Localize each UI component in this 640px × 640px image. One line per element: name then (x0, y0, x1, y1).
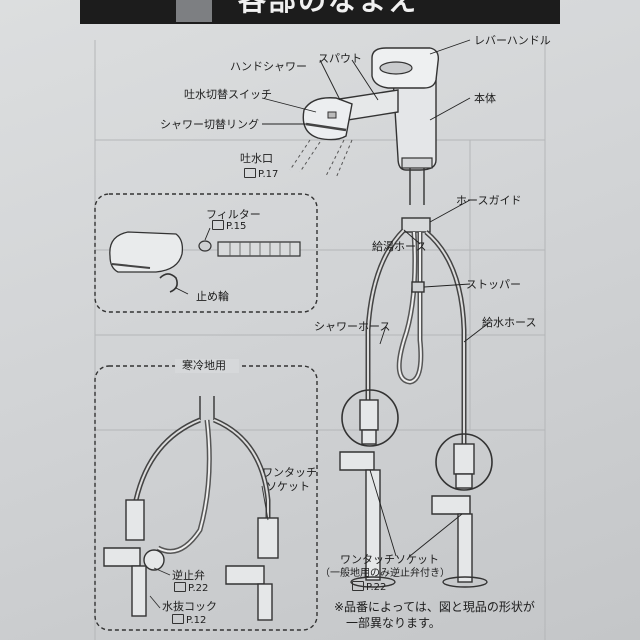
outlet-ref-page: P.17 (258, 169, 279, 180)
outlet-label: 吐水口 (240, 152, 273, 165)
cold-region-title-bg (175, 359, 239, 373)
drain-cock-label: 水抜コック (162, 600, 217, 613)
footer-note-line2: 一部異なります。 (346, 616, 441, 630)
hose-guide-label: ホースガイド (456, 194, 522, 207)
cold-region-frame (94, 365, 318, 631)
filter-detail-illustration (109, 227, 301, 295)
hoses-illustration (365, 168, 467, 444)
spout-switch-label: 吐水切替スイッチ (184, 88, 272, 101)
header-bar: 各部のなまえ (80, 0, 560, 24)
check-valve-ref-page: P.22 (188, 583, 209, 594)
cold-socket-label-1: ワンタッチ (262, 466, 317, 479)
page-title: 各部のなまえ (238, 0, 419, 17)
shower-ring-label: シャワー切替リング (160, 118, 259, 131)
check-valve-label: 逆止弁 (172, 569, 205, 582)
stopper-label: ストッパー (466, 278, 521, 291)
cold-region-illustration (103, 396, 279, 621)
one-touch-note: （一般地用のみ逆止弁付き） (320, 568, 450, 579)
shower-hose-label: シャワーホース (314, 320, 391, 333)
outlet-ref: P.17 (244, 168, 278, 181)
header-tab (176, 0, 212, 22)
lever-handle-label: レバーハンドル (474, 34, 551, 47)
footer-note-line1: ※品番によっては、図と現品の形状が (334, 600, 535, 614)
hand-shower-label: ハンドシャワー (230, 60, 307, 73)
cold-region-title: 寒冷地用 (182, 359, 226, 372)
angle-valves-illustration (339, 389, 493, 588)
drain-cock-ref: P.12 (172, 614, 206, 627)
spout-label: スパウト (318, 52, 362, 65)
cold-hose-label: 給水ホース (482, 316, 537, 329)
book-icon (244, 168, 256, 178)
one-touch-socket-label: ワンタッチソケット (340, 553, 439, 566)
leader-lines (261, 39, 491, 557)
hot-hose-label: 給湯ホース (372, 240, 427, 253)
filter-ref: P.15 (212, 220, 246, 233)
one-touch-ref-page: P.22 (366, 582, 387, 593)
book-icon (172, 614, 184, 624)
clip-label: 止め輪 (196, 290, 229, 303)
body-label: 本体 (474, 92, 496, 105)
filter-label: フィルター (206, 208, 261, 221)
drain-cock-ref-page: P.12 (186, 615, 207, 626)
cold-socket-label-2: ソケット (266, 480, 310, 493)
check-valve-ref: P.22 (174, 582, 208, 595)
one-touch-ref: P.22 (352, 581, 386, 594)
outlet-hint-lines (289, 139, 353, 179)
faucet-body-illustration (302, 47, 440, 171)
book-icon (352, 581, 364, 591)
filter-ref-page: P.15 (226, 221, 247, 232)
book-icon (212, 220, 224, 230)
filter-detail-frame (94, 193, 318, 313)
book-icon (174, 582, 186, 592)
